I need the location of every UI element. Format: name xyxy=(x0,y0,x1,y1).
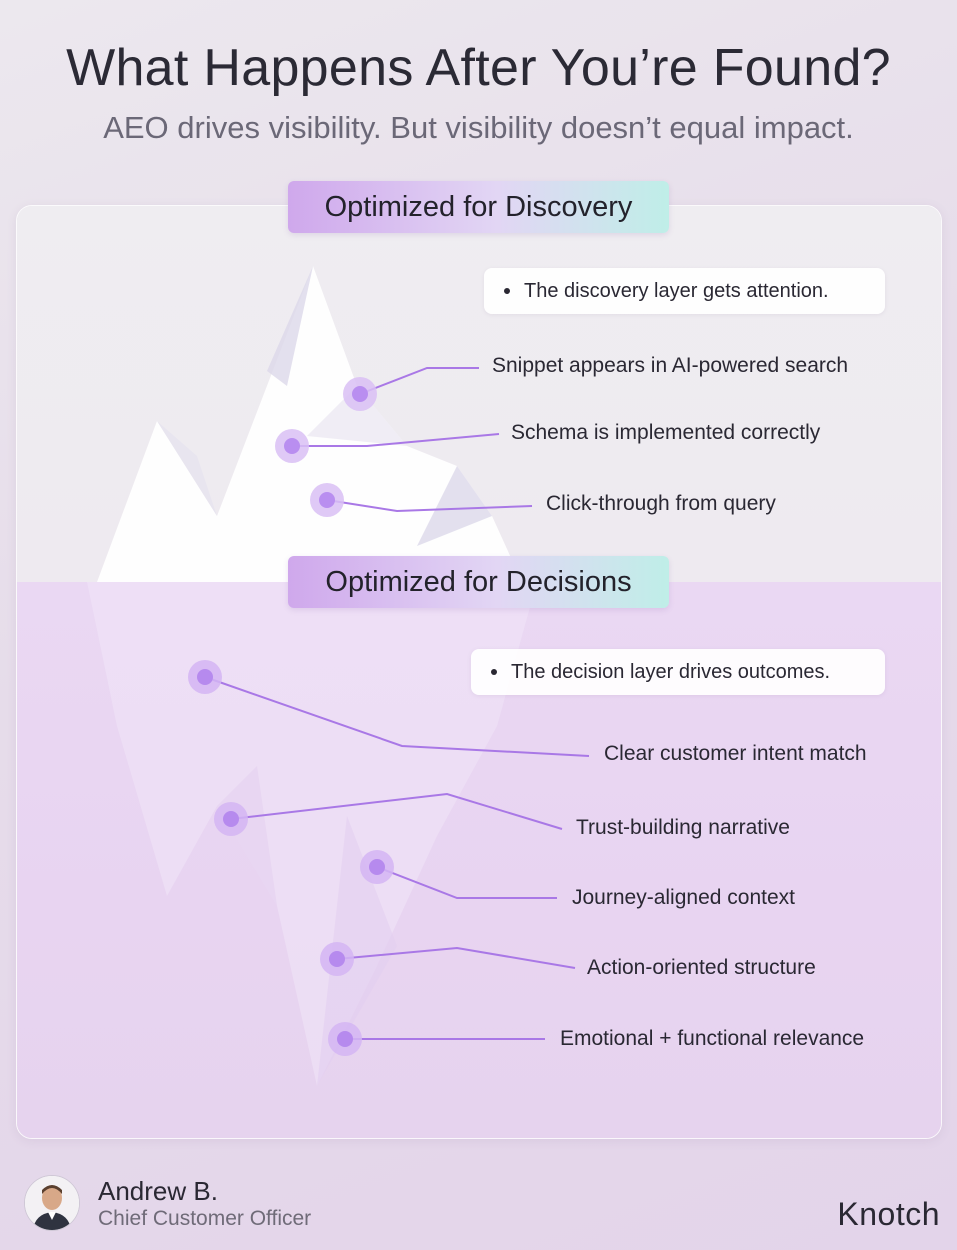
discovery-item: Click-through from query xyxy=(546,492,776,515)
iceberg-bottom xyxy=(87,582,537,1086)
connector-line xyxy=(204,676,590,757)
avatar-photo-icon xyxy=(25,1176,79,1230)
decision-item: Journey-aligned context xyxy=(572,886,795,909)
discovery-connectors xyxy=(292,367,533,513)
marker-dot-icon xyxy=(320,942,354,976)
discovery-item: Snippet appears in AI-powered search xyxy=(492,354,849,377)
decisions-heading: Optimized for Decisions xyxy=(288,556,669,608)
marker-dot-icon xyxy=(214,802,248,836)
connector-line xyxy=(230,792,563,830)
decision-item: Action-oriented structure xyxy=(587,956,816,979)
connector-line xyxy=(292,433,500,447)
marker-dot-icon xyxy=(188,660,222,694)
decision-item: Clear customer intent match xyxy=(604,742,867,765)
decision-item: Trust-building narrative xyxy=(576,816,790,839)
marker-dot-icon xyxy=(275,429,309,463)
page-title: What Happens After You’re Found? xyxy=(66,39,891,97)
discovery-note-text: The discovery layer gets attention. xyxy=(524,279,829,302)
discovery-markers xyxy=(275,377,377,517)
discovery-heading: Optimized for Discovery xyxy=(288,181,669,233)
marker-dot-icon xyxy=(360,850,394,884)
connector-line xyxy=(326,499,533,513)
bullet-icon xyxy=(504,288,510,294)
connector-line xyxy=(336,946,576,969)
avatar xyxy=(24,1175,80,1231)
decision-markers xyxy=(188,660,394,1056)
discovery-note: The discovery layer gets attention. xyxy=(484,268,885,314)
iceberg-top xyxy=(97,266,522,582)
marker-dot-icon xyxy=(310,483,344,517)
marker-dot-icon xyxy=(343,377,377,411)
brand-logo: Knotch xyxy=(837,1196,940,1232)
marker-dot-icon xyxy=(328,1022,362,1056)
decisions-note-text: The decision layer drives outcomes. xyxy=(511,660,831,683)
bullet-icon xyxy=(491,669,497,675)
connector-line xyxy=(359,367,479,395)
decision-connectors xyxy=(204,676,590,1040)
connector-line xyxy=(376,866,557,899)
author-role: Chief Customer Officer xyxy=(98,1207,312,1230)
page-subtitle: AEO drives visibility. But visibility do… xyxy=(103,110,854,145)
author-name: Andrew B. xyxy=(98,1176,218,1206)
decision-item: Emotional + functional relevance xyxy=(560,1027,865,1050)
decisions-note: The decision layer drives outcomes. xyxy=(471,649,885,695)
iceberg-illustration xyxy=(87,266,590,1086)
discovery-item: Schema is implemented correctly xyxy=(511,421,821,444)
